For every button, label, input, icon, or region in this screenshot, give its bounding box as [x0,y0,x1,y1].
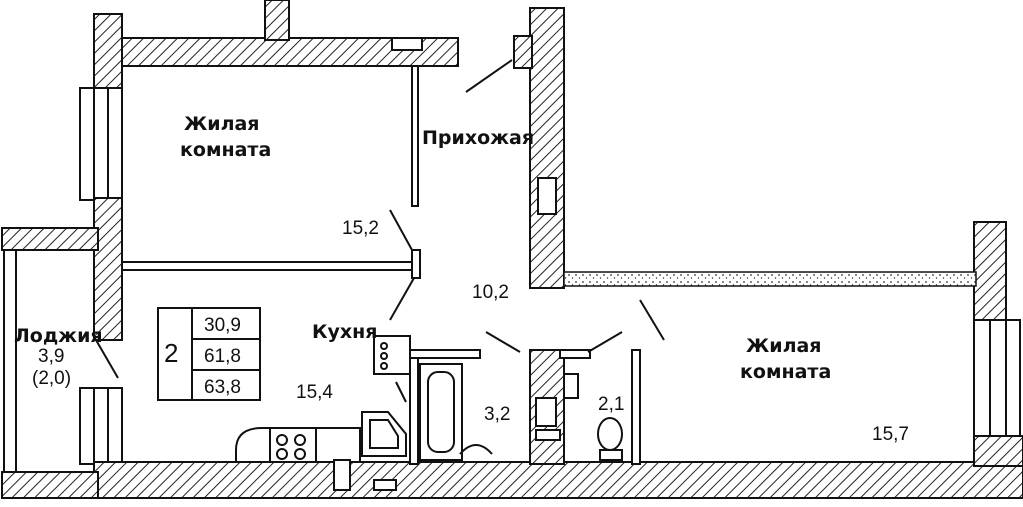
door-room1-upper [389,209,413,251]
window-right [973,319,1021,439]
toilet-bowl [597,417,623,451]
door-toilet [587,331,623,353]
bath-sink [459,444,493,455]
stove-burner [294,448,306,460]
loggia-rail [3,249,17,473]
kitchen-radiator [373,479,397,491]
kitchen-label: Кухня [312,321,378,343]
partition-room1-hall [411,65,419,207]
boiler [373,335,411,375]
kitchen-vent-bottom [333,459,351,491]
room2-label-line1: Жилая [746,335,822,357]
wall-top-stub [264,0,290,41]
bath-boiler [535,397,557,427]
door-room1-lower [389,277,415,321]
room2-label-line2: комната [740,361,831,383]
rooms-count: 2 [164,338,178,368]
bathroom-area: 3,2 [484,404,510,425]
wall-central [529,7,565,289]
living-area-value: 30,9 [204,315,241,336]
partition-toilet-right [631,349,641,465]
door-right-room [639,299,665,341]
total-area-value: 61,8 [204,346,241,367]
kitchen-sink [361,411,407,457]
summary-table: 2 30,9 61,8 63,8 [157,307,261,401]
toilet-tank [599,449,623,461]
room1-area: 15,2 [342,218,379,239]
wall-left-upper [93,13,123,91]
loggia-area-reduced: (2,0) [32,368,71,389]
bathtub [419,363,463,461]
wall-loggia-bottom [1,471,99,499]
wall-left-middle [93,197,123,341]
vent-box [391,37,423,51]
wall-central-stub [513,35,533,69]
kitchen-area: 15,4 [296,382,333,403]
room2-area: 15,7 [872,424,909,445]
door-loggia [95,339,119,379]
kitchen-counter [235,427,361,462]
door-bath [485,331,521,353]
loggia-area: 3,9 [38,346,64,367]
wall-right-lower [973,435,1023,467]
door-balcony [465,59,513,93]
window-left-upper [79,87,123,201]
loggia-label: Лоджия [14,325,103,347]
total-with-loggia-value: 63,8 [204,377,241,398]
wall-bottom [93,461,1023,499]
partition-right-room [563,271,977,287]
partition-kitchen-bath [409,349,419,465]
partition-bath-top [409,349,481,359]
stove-burner [276,434,288,446]
wc-sink [563,373,579,399]
bath-vent [535,429,561,441]
toilet-area: 2,1 [598,394,624,415]
window-left-lower [79,387,123,465]
room1-label-line1: Жилая [184,113,260,135]
hall-box [537,177,557,215]
wall-loggia-top [1,227,99,251]
partition-bath-top-right [559,349,591,359]
wall-right-upper [973,221,1007,323]
hallway-label: Прихожая [422,127,534,149]
room1-label-line2: комната [180,139,271,161]
stove-burner [276,448,288,460]
hallway-area: 10,2 [472,282,509,303]
partition-stub [411,249,421,279]
partition-room1-kitchen [121,261,419,271]
stove-burner [294,434,306,446]
